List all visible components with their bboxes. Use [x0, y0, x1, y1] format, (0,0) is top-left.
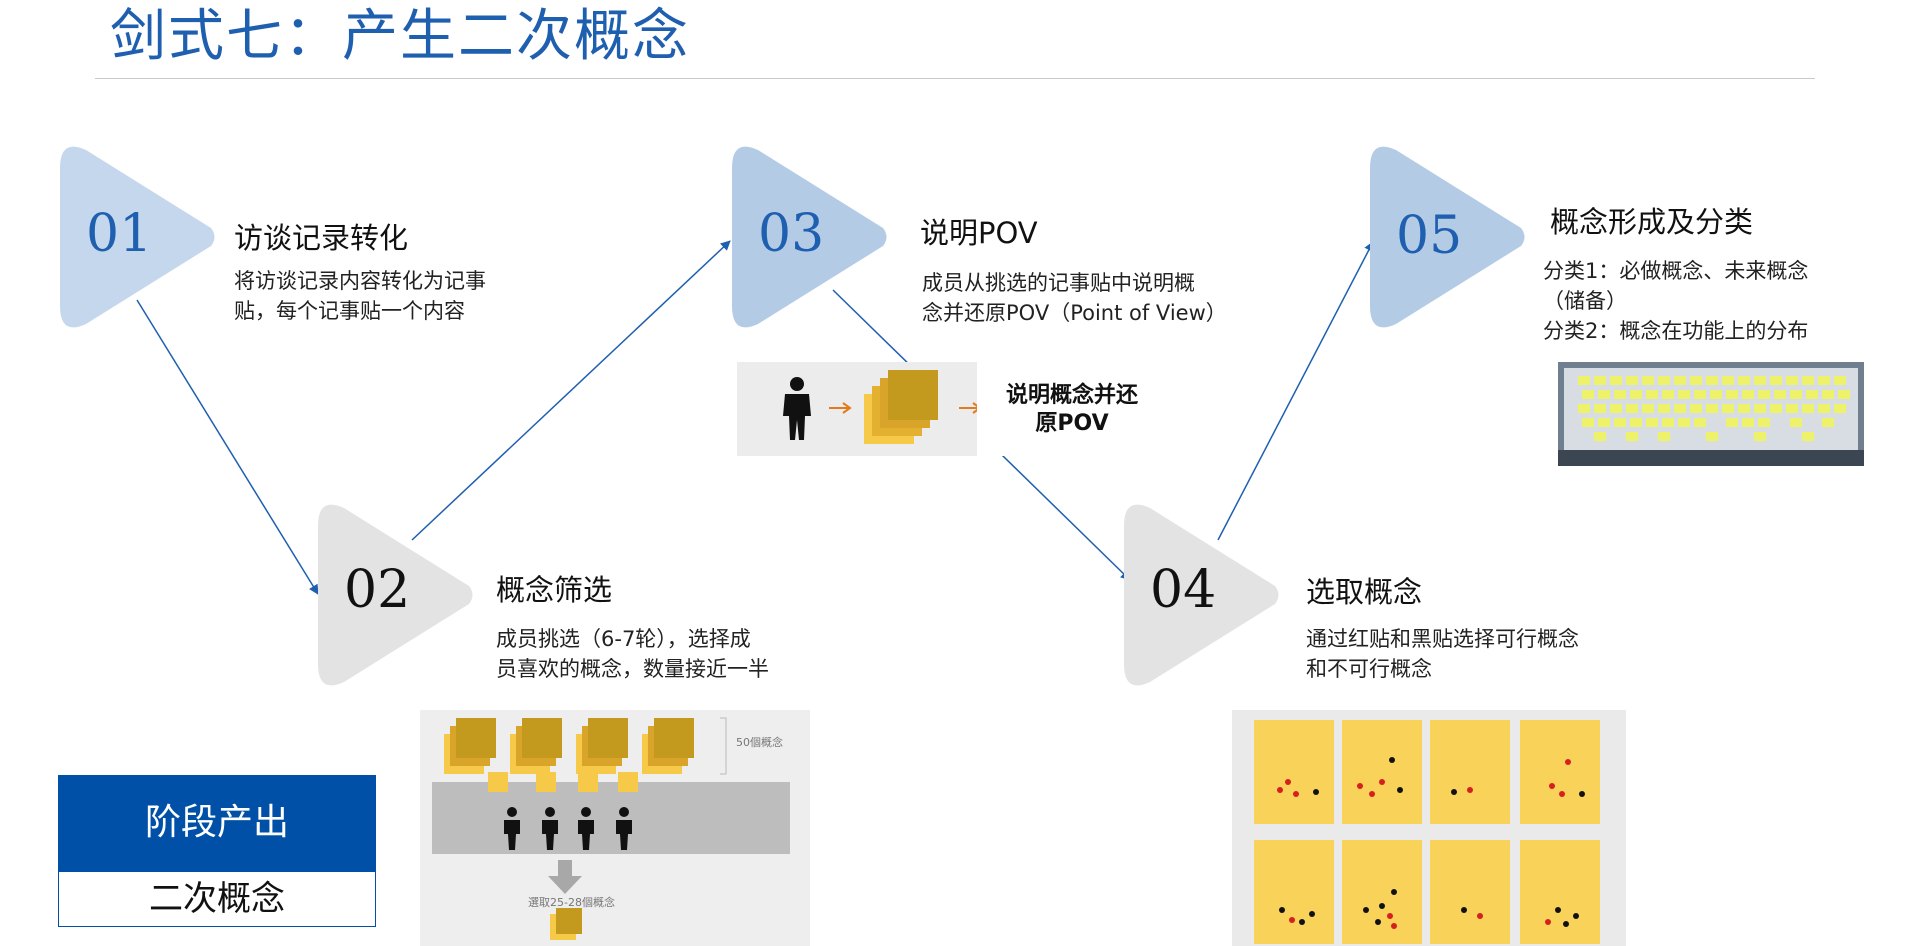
- step-05-triangle: [1370, 146, 1525, 328]
- step-01-number: 01: [86, 204, 153, 264]
- step-03-triangle: [732, 146, 887, 328]
- pov-text-line2: 原POV: [1035, 411, 1109, 436]
- step-05-desc-line1: 分类1：必做概念、未来概念: [1543, 259, 1809, 283]
- step-05-desc-line2: （储备）: [1543, 289, 1627, 313]
- filter-diagram: [432, 717, 790, 940]
- pov-text-line1: 说明概念并还: [1005, 383, 1138, 408]
- step-04-triangle: [1124, 504, 1279, 686]
- step-04-number: 04: [1150, 560, 1217, 620]
- sticky-wall-photo: [1558, 362, 1864, 466]
- person-icon: [783, 377, 811, 440]
- step-04-desc-line1: 通过红贴和黑贴选择可行概念: [1306, 627, 1579, 651]
- title-divider: [95, 78, 1815, 79]
- arrow-02-to-03: [411, 240, 731, 541]
- step-04-desc-line2: 和不可行概念: [1306, 657, 1432, 681]
- filter-label-bottom: 選取25-28個概念: [528, 896, 615, 909]
- voting-illustration: [1232, 710, 1626, 946]
- step-05-number: 05: [1396, 206, 1463, 266]
- sticky-wall-image: [1558, 362, 1864, 466]
- filter-label-top: 50個概念: [736, 736, 783, 749]
- step-01-title: 访谈记录转化: [234, 221, 409, 255]
- step-02-title: 概念筛选: [496, 573, 613, 607]
- step-02-triangle: [318, 504, 473, 686]
- step-01-desc-line2: 贴，每个记事贴一个内容: [234, 299, 465, 323]
- step-01-desc-line1: 将访谈记录内容转化为记事: [234, 269, 486, 293]
- step-03-number: 03: [758, 204, 825, 264]
- step-03-desc-line1: 成员从挑选的记事贴中说明概: [922, 271, 1195, 295]
- sticky-notes-stack-icon: [864, 370, 938, 444]
- step-01-triangle: [60, 146, 215, 328]
- step-02-desc-line2: 员喜欢的概念，数量接近一半: [496, 657, 769, 681]
- arrow-04-to-05: [1217, 241, 1374, 541]
- stage-output-heading: 阶段产出: [58, 775, 376, 871]
- arrow-right-icon: [829, 402, 852, 414]
- stage-output-value: 二次概念: [58, 871, 376, 927]
- step-04-title: 选取概念: [1306, 575, 1423, 609]
- step-05-title: 概念形成及分类: [1550, 205, 1754, 239]
- step-02-number: 02: [344, 560, 411, 620]
- step-05-desc-line3: 分类2：概念在功能上的分布: [1543, 319, 1809, 343]
- step-03-title: 说明POV: [920, 216, 1038, 250]
- pov-illustration: 说明概念并还 原POV: [737, 362, 1167, 456]
- step-02-desc-line1: 成员挑选（6-7轮），选择成: [496, 627, 751, 651]
- page-title: 剑式七：产生二次概念: [110, 4, 690, 69]
- step-03-desc-line2: 念并还原POV（Point of View）: [922, 301, 1227, 325]
- arrow-01-to-02: [136, 299, 319, 595]
- filter-illustration: 50個概念 選取25-28個概念: [420, 710, 810, 946]
- voting-board: [1254, 720, 1600, 944]
